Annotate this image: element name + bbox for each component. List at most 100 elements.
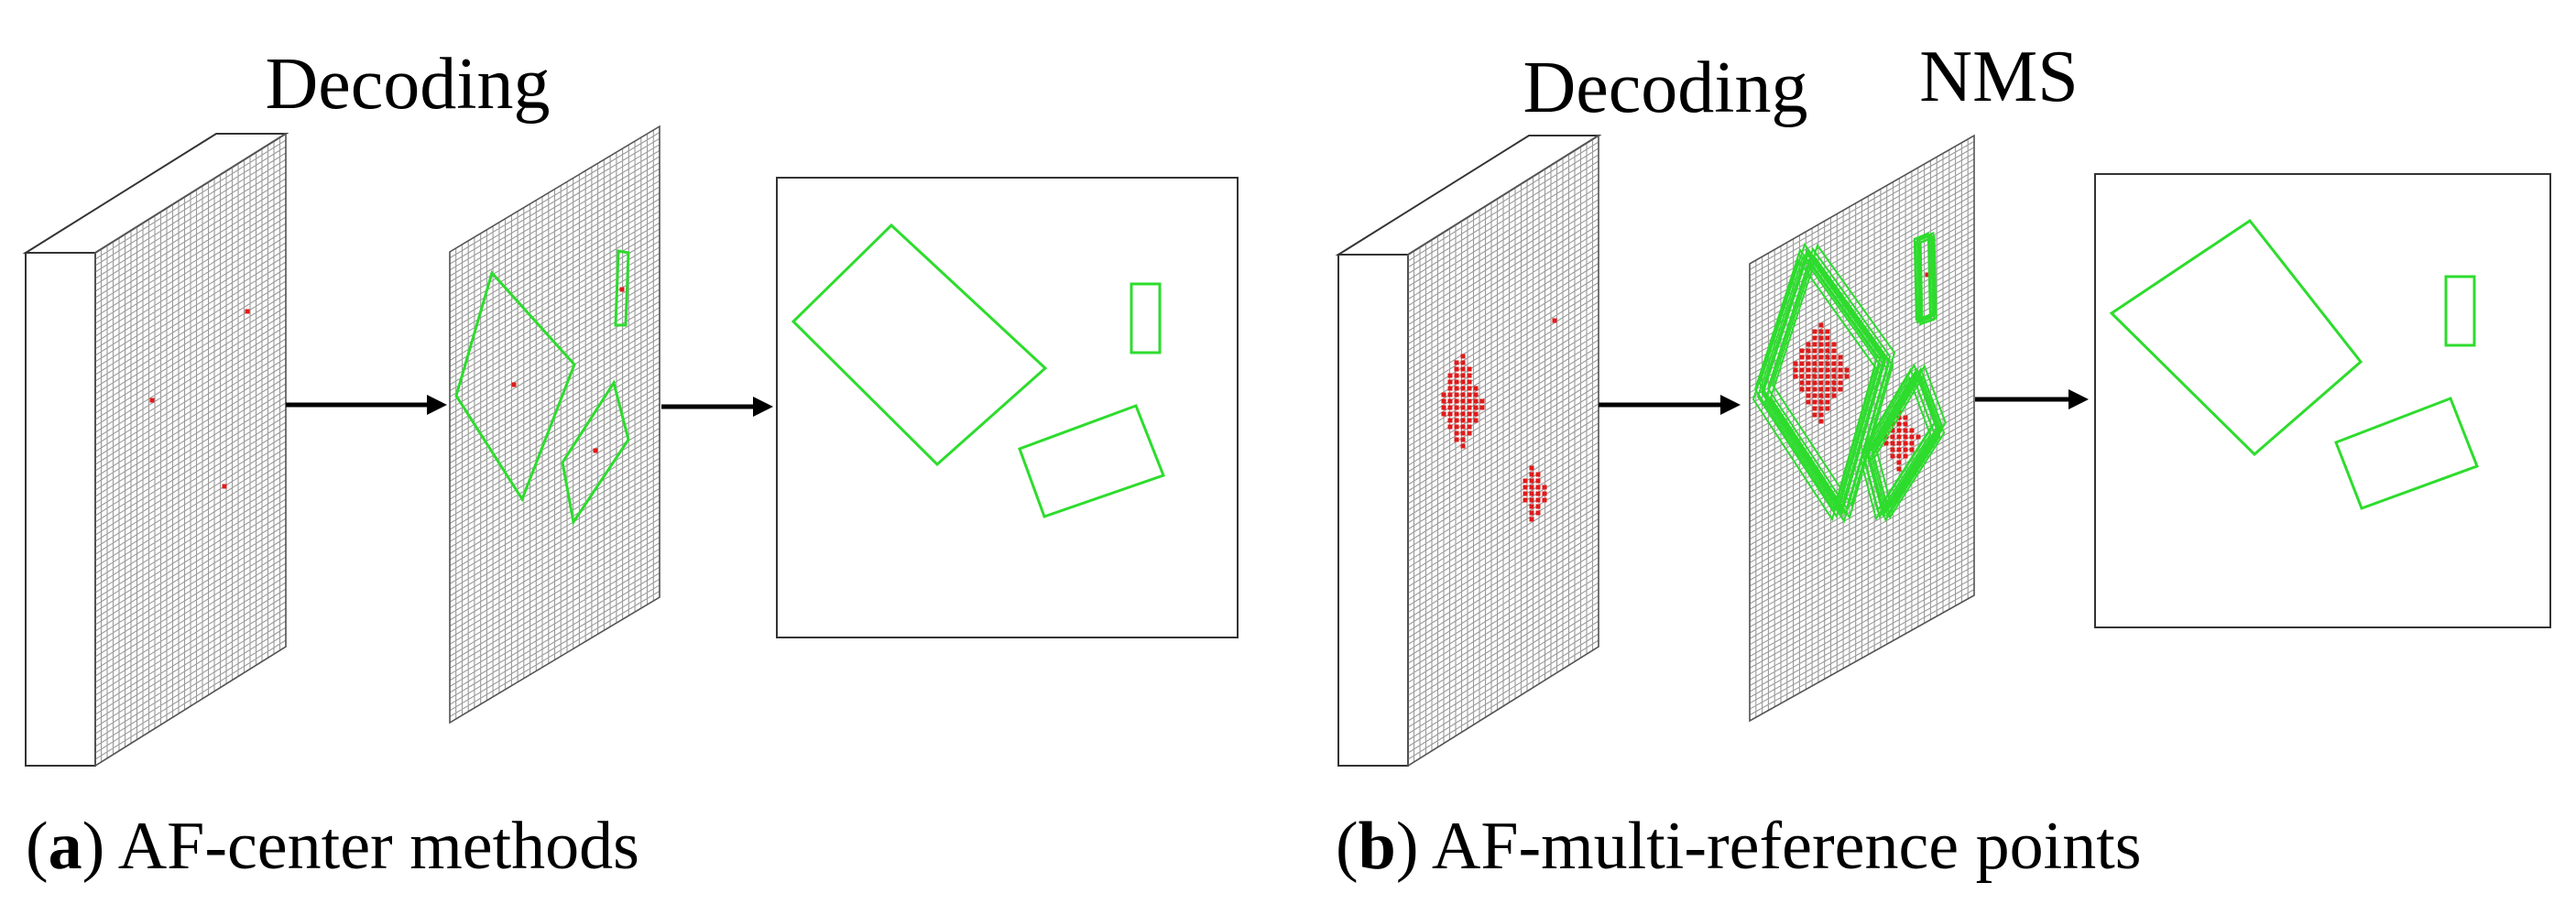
reference-point xyxy=(1909,441,1915,446)
reference-point xyxy=(1799,361,1805,366)
reference-point xyxy=(1447,373,1453,378)
reference-point xyxy=(1812,380,1817,386)
reference-point xyxy=(1812,393,1817,398)
panel-a-decoded-box-large xyxy=(454,269,576,503)
reference-point xyxy=(1818,393,1824,398)
panel-b-reference-points xyxy=(1441,318,1557,522)
reference-point xyxy=(1806,367,1811,373)
reference-point xyxy=(1812,354,1817,360)
reference-point xyxy=(1467,386,1472,391)
reference-point xyxy=(1535,491,1541,496)
reference-point xyxy=(1454,366,1459,372)
reference-point xyxy=(1799,380,1805,386)
panel-b-candidate-boxes xyxy=(1752,231,1947,524)
reference-point xyxy=(1903,447,1908,452)
reference-point xyxy=(1925,272,1930,278)
reference-point xyxy=(1529,504,1534,509)
reference-point xyxy=(1529,510,1534,516)
reference-point xyxy=(1441,411,1446,417)
reference-point xyxy=(1838,367,1843,373)
reference-point xyxy=(1890,428,1895,433)
reference-point xyxy=(1844,374,1850,379)
reference-point xyxy=(1825,367,1830,373)
reference-point xyxy=(1825,393,1830,398)
reference-point xyxy=(1447,424,1453,430)
reference-point xyxy=(1838,361,1843,366)
reference-point xyxy=(1799,354,1805,360)
reference-point xyxy=(1535,478,1541,484)
reference-point xyxy=(1535,472,1541,477)
panel-a-feature-map-block xyxy=(22,132,289,768)
reference-point xyxy=(1523,497,1528,503)
reference-point xyxy=(1825,354,1830,360)
reference-point xyxy=(1831,380,1837,386)
panel-b-decoded-grid xyxy=(1749,134,1975,723)
reference-point xyxy=(1896,421,1902,427)
panel-a: Decoding (a) AF-center meth xyxy=(22,44,1239,884)
reference-point xyxy=(1793,374,1798,379)
reference-point xyxy=(1896,466,1902,472)
reference-point xyxy=(1473,418,1479,423)
candidate-box xyxy=(1914,234,1933,324)
reference-point xyxy=(1529,465,1534,471)
reference-point xyxy=(1523,478,1528,484)
reference-point xyxy=(1812,374,1817,379)
panel-b-arrow-2-head xyxy=(2068,389,2089,409)
panel-b-block-grid-face xyxy=(1407,134,1599,768)
reference-point xyxy=(1831,348,1837,354)
reference-point xyxy=(1447,405,1453,410)
reference-point xyxy=(1467,373,1472,378)
panel-b-arrow-1-head xyxy=(1720,395,1741,415)
reference-point xyxy=(1447,386,1453,391)
reference-point xyxy=(1818,354,1824,360)
reference-point xyxy=(1460,418,1466,423)
reference-point xyxy=(1460,360,1466,365)
reference-point xyxy=(1818,380,1824,386)
reference-point xyxy=(1825,335,1830,341)
candidate-box xyxy=(1765,253,1891,517)
reference-point xyxy=(1890,434,1895,440)
reference-point xyxy=(1460,398,1466,404)
grid-outline xyxy=(1407,134,1599,768)
reference-point xyxy=(1903,434,1908,440)
reference-point xyxy=(1831,361,1837,366)
reference-point xyxy=(1467,424,1472,430)
reference-point xyxy=(1529,517,1534,522)
reference-point xyxy=(1460,386,1466,391)
panel-a-caption: (a) AF-center methods xyxy=(26,809,639,884)
reference-point xyxy=(1552,318,1557,323)
reference-point xyxy=(1806,380,1811,386)
reference-point xyxy=(1799,348,1805,354)
reference-point xyxy=(1818,342,1824,347)
reference-point xyxy=(1818,367,1824,373)
reference-point xyxy=(1806,348,1811,354)
reference-point xyxy=(1473,405,1479,410)
reference-point xyxy=(1812,335,1817,341)
candidate-box xyxy=(1864,363,1937,509)
reference-point xyxy=(1831,374,1837,379)
reference-point xyxy=(1460,354,1466,359)
reference-point xyxy=(1523,491,1528,496)
panel-b-result-box-small xyxy=(2444,275,2476,347)
panel-a-result-image xyxy=(776,177,1239,638)
panel-a-block-front-face xyxy=(25,252,96,767)
reference-point xyxy=(1529,478,1534,484)
reference-point xyxy=(1460,443,1466,449)
reference-point xyxy=(1896,441,1902,446)
reference-point xyxy=(1441,398,1446,404)
reference-point xyxy=(1818,329,1824,334)
candidate-box xyxy=(1917,236,1936,326)
reference-point xyxy=(1818,406,1824,411)
reference-point xyxy=(1838,380,1843,386)
reference-point xyxy=(1806,393,1811,398)
grid-outline xyxy=(1749,134,1975,723)
panel-a-decoded-box-medium xyxy=(561,379,630,526)
panel-a-result-box-small xyxy=(1130,282,1162,354)
grid-lines xyxy=(449,125,660,724)
reference-point xyxy=(1818,361,1824,366)
reference-point xyxy=(1806,399,1811,405)
reference-point xyxy=(1454,411,1459,417)
reference-point xyxy=(1454,360,1459,365)
reference-point xyxy=(1535,497,1541,503)
reference-point xyxy=(1535,510,1541,516)
